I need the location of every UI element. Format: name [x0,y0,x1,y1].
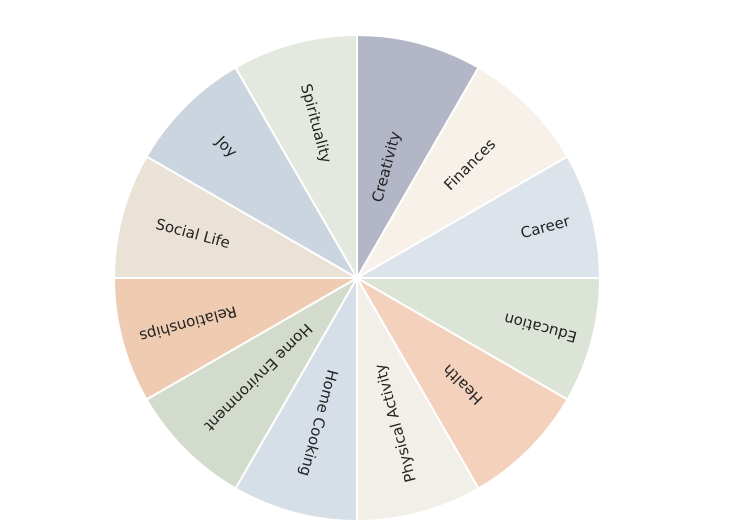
segment-finances [354,66,569,281]
segment-spirituality [234,33,358,282]
wheel-segments [112,33,602,523]
segment-health [354,275,569,490]
segment-creativity [356,33,480,282]
segment-home-cooking [234,274,358,523]
segment-physical-activity [356,274,480,523]
segment-home-environment [145,275,360,490]
segment-relationships [112,277,361,401]
segment-social-life [112,155,361,279]
segment-career [353,155,602,279]
segment-education [353,277,602,401]
segment-joy [145,66,360,281]
